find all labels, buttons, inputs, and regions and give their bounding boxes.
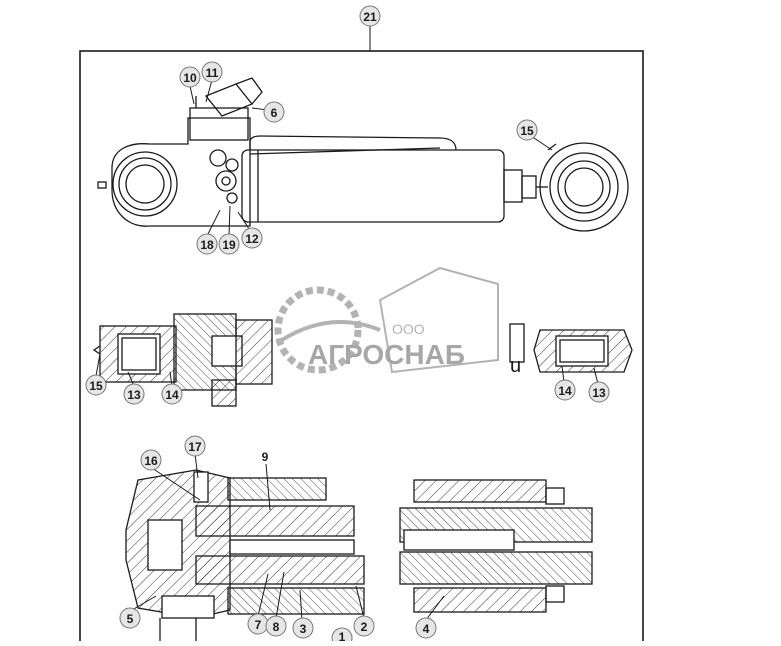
callout-15-mid: 15: [85, 374, 107, 396]
watermark-prefix: ООО: [392, 321, 425, 337]
callout-21: 21: [359, 5, 381, 27]
callout-2: 2: [353, 615, 375, 637]
callout-10: 10: [179, 66, 201, 88]
svg-text:15: 15: [520, 124, 534, 138]
callout-14-right: 14: [554, 379, 576, 401]
svg-text:14: 14: [165, 388, 179, 402]
svg-text:3: 3: [300, 622, 307, 636]
svg-text:15: 15: [89, 379, 103, 393]
svg-text:19: 19: [222, 238, 236, 252]
callout-14-left: 14: [161, 383, 183, 405]
svg-text:13: 13: [592, 386, 606, 400]
svg-text:8: 8: [273, 620, 280, 634]
callout-8: 8: [265, 615, 287, 637]
svg-text:17: 17: [188, 440, 202, 454]
piston-section-left: [125, 469, 365, 641]
eye-section-left: [92, 313, 273, 407]
callout-7: 7: [247, 613, 269, 635]
svg-text:7: 7: [255, 618, 262, 632]
callout-19: 19: [218, 233, 240, 255]
svg-text:1: 1: [339, 630, 346, 641]
svg-text:21: 21: [363, 10, 377, 24]
eye-section-right: [509, 323, 633, 373]
svg-text:11: 11: [206, 66, 219, 80]
svg-text:12: 12: [245, 232, 259, 246]
svg-text:2: 2: [361, 620, 368, 634]
callout-13-left: 13: [123, 383, 145, 405]
piston-section-right: [399, 479, 593, 613]
callout-11: 11: [201, 61, 223, 83]
svg-text:13: 13: [127, 388, 141, 402]
callout-13-right: 13: [588, 381, 610, 403]
svg-text:4: 4: [423, 622, 430, 636]
svg-text:6: 6: [271, 106, 278, 120]
callout-17: 17: [184, 435, 206, 457]
callout-3: 3: [292, 617, 314, 639]
svg-text:14: 14: [558, 384, 572, 398]
callout-4: 4: [415, 617, 437, 639]
cylinder-side-view: [97, 77, 629, 232]
svg-text:9: 9: [262, 450, 269, 464]
callout-15-top: 15: [516, 119, 538, 141]
watermark-company-name: АГРОСНАБ: [308, 339, 465, 370]
svg-text:5: 5: [127, 612, 134, 626]
watermark-logo: ООО АГРОСНАБ: [274, 266, 499, 374]
callout-9: 9: [262, 450, 269, 464]
callout-6: 6: [263, 101, 285, 123]
svg-text:10: 10: [183, 71, 197, 85]
callout-5: 5: [119, 607, 141, 629]
callout-18: 18: [196, 233, 218, 255]
diagram-frame: [79, 50, 644, 646]
svg-text:18: 18: [200, 238, 214, 252]
callout-1: 1: [331, 627, 353, 646]
svg-text:16: 16: [144, 454, 158, 468]
stray-character: u: [510, 355, 521, 377]
callout-12: 12: [241, 227, 263, 249]
callout-16: 16: [140, 449, 162, 471]
